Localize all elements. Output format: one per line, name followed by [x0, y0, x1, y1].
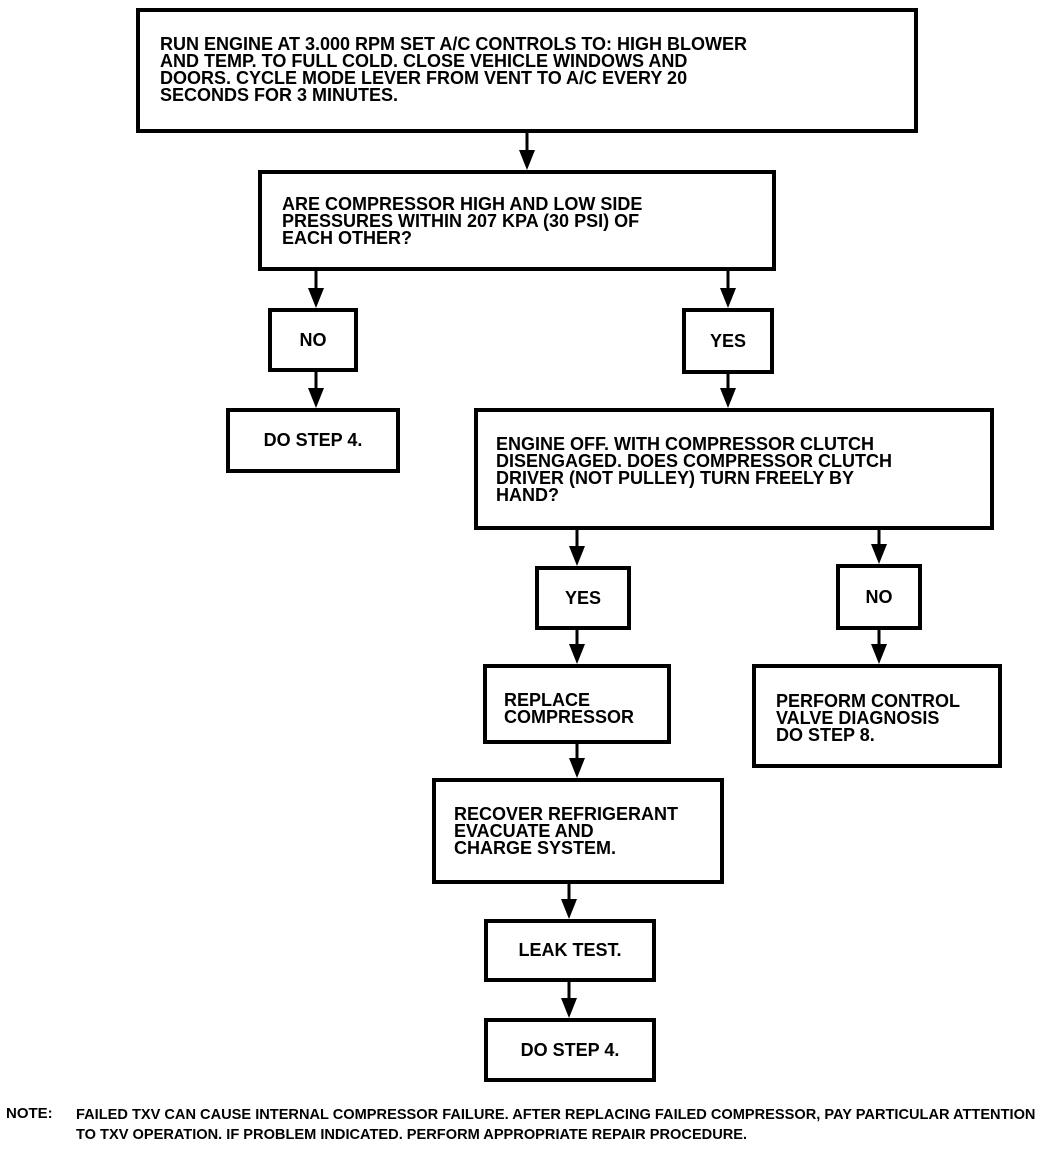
q1-no-box: NO — [268, 308, 358, 372]
arrowhead-replace-recover — [569, 758, 585, 778]
q2-yes-label: YES — [564, 587, 602, 608]
start-step-box — [136, 8, 918, 133]
replace-compressor-text: REPLACE COMPRESSOR — [504, 690, 635, 727]
leak-test-box: LEAK TEST. — [484, 919, 656, 982]
arrowhead-no-perform — [871, 644, 887, 664]
arrowhead-leak-final — [561, 998, 577, 1018]
q1-yes-box: YES — [682, 308, 774, 374]
clutch-question-text: ENGINE OFF. WITH COMPRESSOR CLUTCH DISEN… — [496, 434, 893, 505]
note-text: FAILED TXV CAN CAUSE INTERNAL COMPRESSOR… — [76, 1107, 1036, 1143]
leak-test-text: LEAK TEST. — [518, 940, 622, 960]
pressure-question-text: ARE COMPRESSOR HIGH AND LOW SIDE PRESSUR… — [282, 194, 643, 248]
final-step-box: DO STEP 4. — [484, 1018, 656, 1082]
arrowhead-q2-no — [871, 544, 887, 564]
arrowhead-no-step4 — [308, 388, 324, 408]
recover-refrigerant-box — [432, 778, 724, 884]
q2-yes-box: YES — [535, 566, 631, 630]
q1-no-label: NO — [299, 329, 327, 350]
arrowhead-q2-yes — [569, 546, 585, 566]
arrowhead-q1-no — [308, 288, 324, 308]
pressure-question-box — [258, 170, 776, 271]
replace-compressor-box — [483, 664, 671, 744]
arrowhead-yes-replace — [569, 644, 585, 664]
note-label: NOTE: — [6, 1105, 53, 1122]
do-step-4-box: DO STEP 4. — [226, 408, 400, 473]
arrowhead-recover-leak — [561, 899, 577, 919]
q1-yes-label: YES — [709, 330, 747, 351]
final-step-text: DO STEP 4. — [520, 1039, 620, 1060]
q2-no-label: NO — [865, 586, 893, 607]
arrowhead-start-q1 — [519, 150, 535, 170]
start-step-text: RUN ENGINE AT 3.000 rpm SET A/C CONTROLS… — [160, 34, 748, 105]
do-step-4-text: DO STEP 4. — [263, 430, 363, 450]
clutch-question-box — [474, 408, 994, 530]
control-valve-box — [752, 664, 1002, 768]
arrowhead-yes-q2 — [720, 388, 736, 408]
recover-refrigerant-text: RECOVER REFRIGERANT EVACUATE AND CHARGE … — [454, 804, 679, 858]
control-valve-text: PERFORM CONTROL VALVE DIAGNOSIS DO STEP … — [776, 691, 960, 745]
q2-no-box: NO — [836, 564, 922, 630]
arrowhead-q1-yes — [720, 288, 736, 308]
